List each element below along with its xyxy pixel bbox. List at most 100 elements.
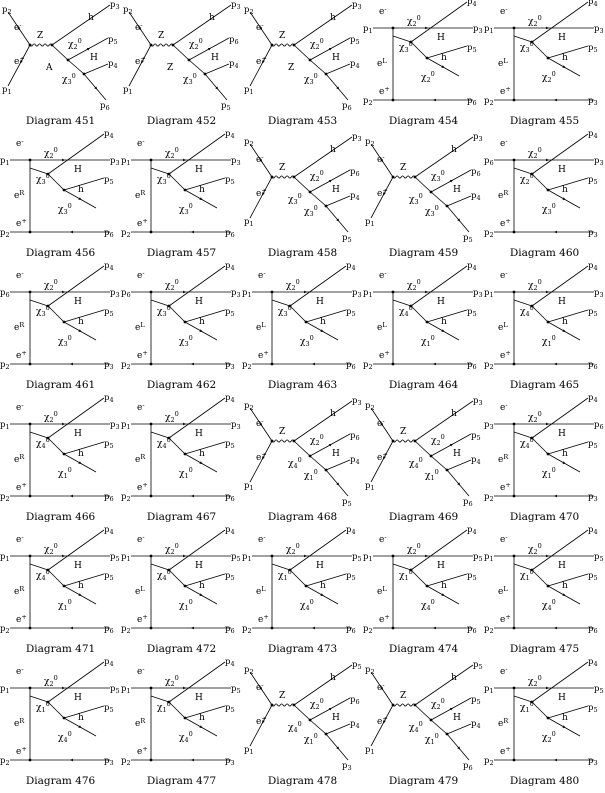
fermion-arrow xyxy=(562,593,566,596)
fermion-arrow xyxy=(78,593,82,596)
label-neutralino-2: χ10 xyxy=(425,732,439,746)
label-neutralino-1: χ20 xyxy=(431,433,445,447)
label-out-end: p3 xyxy=(588,228,598,239)
label-h: h xyxy=(562,449,568,459)
outgoing-h-line xyxy=(204,63,230,75)
label-out-2: p5 xyxy=(225,175,235,186)
label-bottom-leg: p1 xyxy=(244,481,254,492)
neutralino-internal-1 xyxy=(392,299,412,307)
incoming-antifermion-line xyxy=(370,440,394,483)
vertex-dot xyxy=(288,568,292,572)
label-out-end: p6 xyxy=(104,228,114,239)
label-bottom-leg: p2 xyxy=(121,756,131,767)
fermion-arrow xyxy=(70,230,73,234)
label-internal-2: χ40 xyxy=(409,456,423,470)
label-bottom-neutralino: χ20 xyxy=(542,730,556,744)
neutralino-internal-1 xyxy=(150,563,170,571)
vertex-dot xyxy=(391,362,395,366)
label-propagator: Z xyxy=(400,427,406,437)
neutralino-internal-2 xyxy=(289,305,307,323)
label-top-neutralino: χ20 xyxy=(165,674,179,688)
label-out-end: p6 xyxy=(346,624,356,635)
label-higgs: H xyxy=(195,693,203,703)
outgoing-end-line xyxy=(325,73,349,101)
z-boson-propagator xyxy=(271,175,295,179)
vertex-dot xyxy=(270,290,274,294)
fermion-arrow xyxy=(191,758,194,762)
label-bottom-leg: p2 xyxy=(363,96,373,107)
label-higgs: h xyxy=(451,673,457,683)
label-bottom-leg: p1 xyxy=(244,745,254,756)
outgoing-h-line xyxy=(63,705,105,719)
neutralino-internal-2 xyxy=(531,41,549,59)
label-out-3: p4 xyxy=(225,393,235,404)
neutralino-internal-2 xyxy=(309,191,327,207)
vertex-dot xyxy=(149,626,153,630)
neutralino-internal-1 xyxy=(513,695,533,703)
label-lower-fermion: e+ xyxy=(16,613,27,625)
outgoing-h-line xyxy=(63,573,105,587)
label-out-3: p4 xyxy=(104,525,114,536)
diagram-caption: Diagram 462 xyxy=(146,379,217,391)
label-out-3: p4 xyxy=(225,129,235,140)
label-propagator: eR xyxy=(135,717,146,729)
label-out-2: p6 xyxy=(229,35,239,46)
vertex-dot xyxy=(46,304,50,308)
vertex-dot xyxy=(512,158,516,162)
fermion-arrow xyxy=(562,725,566,728)
fermion-arrow xyxy=(320,593,324,596)
label-propagator: Z xyxy=(279,163,285,173)
label-bottom-leg: p1 xyxy=(365,481,375,492)
label-top-neutralino: χ20 xyxy=(528,14,542,28)
label-top-neutralino: χ20 xyxy=(44,542,58,556)
vertex-dot xyxy=(28,686,32,690)
label-out-2: p5 xyxy=(104,571,114,582)
label-neutralino-1: χ40 xyxy=(36,568,50,582)
label-internal-2: χ40 xyxy=(288,720,302,734)
label-neutralino-1: χ30 xyxy=(278,304,292,318)
vertex-dot xyxy=(183,188,187,192)
label-out-1: p3 xyxy=(231,288,241,299)
diagram-caption: Diagram 466 xyxy=(25,511,96,523)
diagram-caption: Diagram 477 xyxy=(146,775,217,787)
label-out-1: p5 xyxy=(231,684,241,695)
label-out-end: p3 xyxy=(342,761,352,772)
neutralino-internal-1 xyxy=(150,167,170,175)
label-bottom-leg: p2 xyxy=(242,360,252,371)
vertex-dot xyxy=(82,72,86,76)
incoming-antifermion-line xyxy=(128,44,152,87)
label-neutralino-2: χ10 xyxy=(304,468,318,482)
vertex-dot xyxy=(149,422,153,426)
label-out-1: p5 xyxy=(110,684,120,695)
label-upper-fermion: e- xyxy=(14,21,22,33)
label-out-1: p3 xyxy=(231,420,241,431)
vertex-dot xyxy=(391,98,395,102)
label-bottom-leg: p2 xyxy=(121,228,131,239)
label-bottom-leg: p1 xyxy=(244,217,254,228)
fermion-arrow xyxy=(191,230,194,234)
fermion-arrow xyxy=(62,290,65,294)
vertex-dot xyxy=(28,43,32,47)
fermion-arrow xyxy=(425,26,428,30)
label-out-1: p3 xyxy=(110,0,120,11)
higgs-outgoing-line xyxy=(289,529,347,571)
label-lower-fermion: e+ xyxy=(500,481,511,493)
label-neutralino-2: χ10 xyxy=(425,468,439,482)
label-out-3: p4 xyxy=(467,261,477,272)
label-out-1: p5 xyxy=(352,552,362,563)
fermion-arrow xyxy=(262,60,265,64)
label-out-2: p6 xyxy=(350,167,360,178)
label-h: h xyxy=(78,449,84,459)
vertex-dot xyxy=(324,72,328,76)
neutralino-internal-2 xyxy=(430,191,448,207)
